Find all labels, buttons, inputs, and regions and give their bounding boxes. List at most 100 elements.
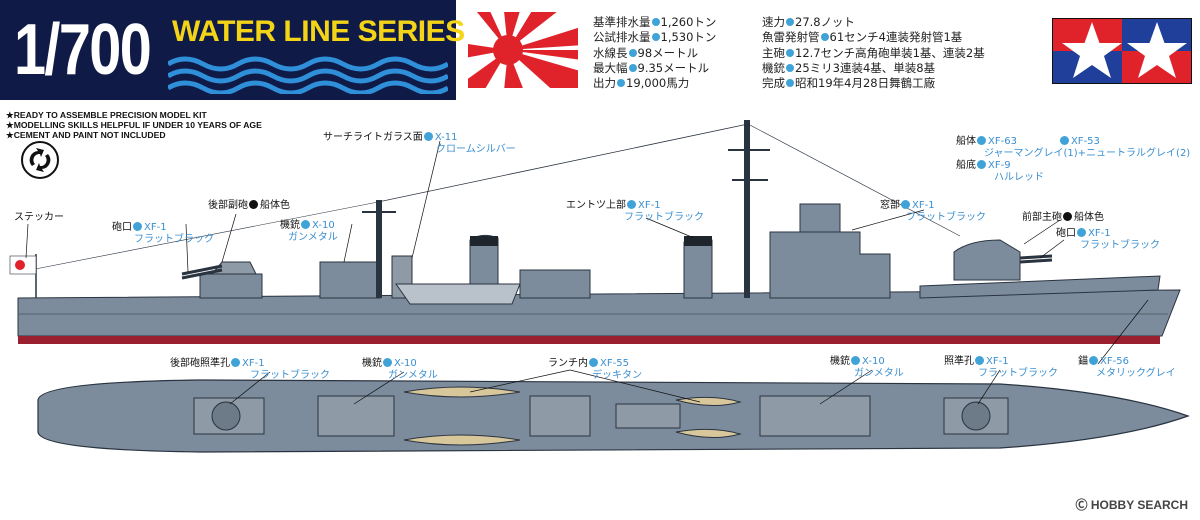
paint-code: XF-1 [638,200,661,211]
spec-value: 19,000馬力 [626,76,690,91]
recycle-icon [21,141,59,179]
callout-rear-sight: 後部砲照準孔 XF-1 [170,358,265,370]
callout-front-gun: 前部主砲 船体色 [1022,212,1104,224]
paint-name: ガンメタル [388,370,438,381]
paint-dot-icon [975,356,984,365]
paint-name: ハルレッド [994,172,1044,183]
spec-value: 昭和19年4月28日舞鶴工廠 [795,76,936,91]
paint-dot-icon [1077,228,1086,237]
spec-dot-icon [786,18,794,26]
top-view [37,379,1190,453]
callout-part: 照準孔 [944,356,974,367]
spec-value: 9.35メートル [637,60,710,75]
note-line: ★MODELLING SKILLS HELPFUL IF UNDER 10 YE… [6,120,262,131]
spec-value: 1,530トン [660,30,717,45]
callout-part: 船底 [956,160,976,171]
paint-dot-icon [383,358,392,367]
spec-value: 25ミリ3連装4基、単装8基 [795,60,936,75]
spec-dot-icon [820,33,829,42]
paint-code: X-10 [394,358,417,369]
paint-name: 船体色 [1074,212,1104,223]
leader-lines [25,140,1149,405]
paint-code: X-10 [862,356,885,367]
spec-value: 27.8ノット [795,15,855,29]
paint-dot-icon [901,200,910,209]
spec-value: 61センチ4連装発射管1基 [829,30,963,45]
spec-dot-icon [786,79,794,88]
callout-rear-gun: 後部副砲 船体色 [208,200,290,212]
paint-code: XF-63 [988,136,1017,147]
series-title: WATER LINE SERIES [172,15,465,48]
callout-window: 窓部 XF-1 [880,200,935,212]
black-dot-icon [249,200,258,209]
paint-name: ガンメタル [288,232,338,243]
paint-name: フラットブラック [978,368,1058,379]
spec-label: 魚雷発射管 [762,30,820,45]
callout-part: エントツ上部 [566,200,626,211]
spec-label: 速力 [762,15,785,29]
paint-name: 船体色 [260,200,290,211]
callout-part: 窓部 [880,200,900,211]
spec-dot-icon [786,63,794,72]
paint-dot-icon [423,132,433,141]
callout-part: サーチライトガラス面 [323,132,423,143]
paint-name: ジャーマングレイ(1)+ニュートラルグレイ(2) [984,148,1191,159]
paint-name: クロームシルバー [436,144,516,155]
paint-code: XF-1 [242,358,265,369]
watermark: Ⓒ HOBBY SEARCH [1076,496,1188,513]
spec-label: 主砲 [762,45,785,60]
callout-part: 機銃 [280,220,300,231]
spec-dot-icon [628,63,637,72]
callout-bottom: 船底 XF-9 [956,160,1011,172]
paint-dot-icon [301,220,310,229]
series-logo-panel [0,0,456,100]
side-view [9,120,1181,344]
spec-row: 最大幅 9.35メートル [593,61,716,76]
paint-dot-icon [627,200,636,209]
spec-dot-icon [651,33,660,42]
callout-part: 機銃 [830,356,850,367]
spec-row: 基準排水量 1,260トン [593,15,716,30]
callout-searchlight: サーチライトガラス面 X-11 [323,132,458,144]
callout-part: 後部砲照準孔 [170,358,230,369]
paint-code: XF-1 [986,356,1009,367]
spec-label: 最大幅 [593,60,628,75]
paint-code: XF-1 [1088,228,1111,239]
paint-name: フラットブラック [250,370,330,381]
scale-label: 1/700 [14,10,152,90]
spec-dot-icon [651,18,660,26]
paint-code: X-11 [434,132,458,143]
callout-part: 砲口 [1056,228,1076,239]
callout-part: 船体 [956,136,976,147]
spec-label: 基準排水量 [593,15,651,29]
paint-name: フラットブラック [1080,240,1160,251]
paint-dot-icon [1089,356,1098,365]
spec-value: 1,260トン [660,15,717,29]
callout-sticker: ステッカー [14,212,64,223]
spec-row: 出力 19,000馬力 [593,76,716,91]
spec-label: 出力 [593,76,616,91]
callout-mg-side: 機銃 X-10 [280,220,335,232]
spec-dot-icon [786,48,794,57]
paint-code: XF-55 [600,358,629,369]
note-line: ★READY TO ASSEMBLE PRECISION MODEL KIT [6,110,207,120]
paint-code: XF-1 [912,200,935,211]
spec-label: 完成 [762,76,785,91]
paint-dot-icon [231,358,240,367]
paint-dot-icon [977,160,986,169]
spec-row: 魚雷発射管 61センチ4連装発射管1基 [762,30,985,45]
specs-right: 速力 27.8ノット 魚雷発射管 61センチ4連装発射管1基 主砲 12.7センチ高角… [762,15,985,91]
callout-part: 後部副砲 [208,200,248,211]
callout-part: 前部主砲 [1022,212,1062,223]
spec-value: 98メートル [637,45,699,60]
spec-value: 12.7センチ高角砲単装1基、連装2基 [795,45,985,60]
paint-code: XF-9 [988,160,1011,171]
paint-code: X-10 [312,220,335,231]
